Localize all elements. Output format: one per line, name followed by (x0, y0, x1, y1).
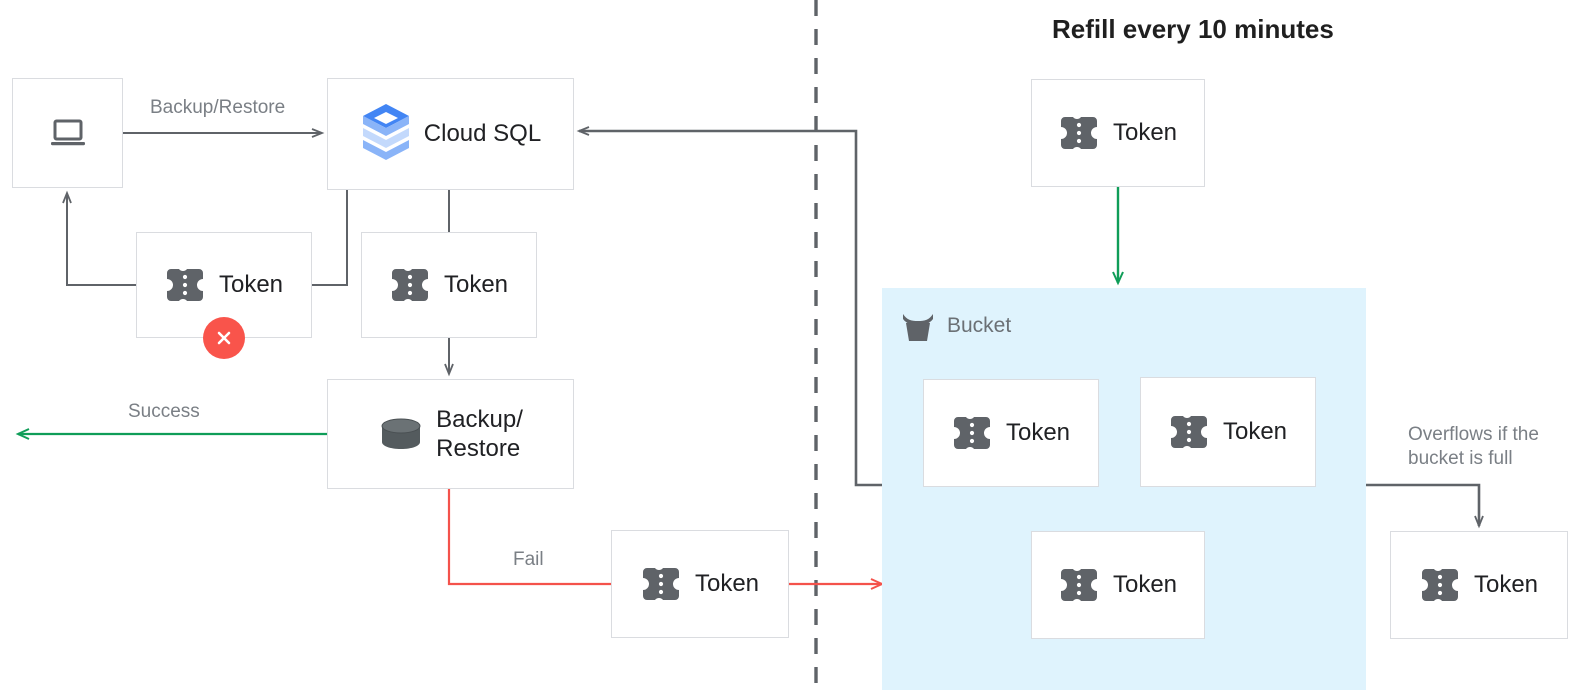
node-token-request[interactable]: Token (361, 232, 537, 338)
bucket-label: Bucket (947, 314, 1012, 337)
database-icon (378, 415, 424, 453)
edge-label-overflow: Overflows if the bucket is full (1408, 424, 1539, 470)
node-label: Token (218, 271, 284, 299)
node-content: Backup/ Restore (378, 405, 523, 464)
node-content: Cloud SQL (360, 103, 541, 165)
cloud-sql-icon (360, 103, 412, 165)
connector-bucket-overflow (1366, 483, 1484, 529)
node-label: Token (1222, 418, 1288, 446)
node-token-fail[interactable]: Token (611, 530, 789, 638)
node-token-b2[interactable]: Token (1140, 377, 1316, 487)
edge-label-backup-restore: Backup/Restore (150, 97, 286, 118)
node-content: Token (1059, 115, 1177, 151)
node-label: Token (1112, 119, 1178, 147)
node-client[interactable] (12, 78, 123, 188)
node-token-b1[interactable]: Token (923, 379, 1099, 487)
page-title: Refill every 10 minutes (1052, 14, 1334, 44)
laptop-icon (48, 117, 88, 149)
token-icon (390, 267, 432, 303)
node-label: Token (443, 271, 509, 299)
node-content: Token (1420, 567, 1538, 603)
node-content (48, 117, 88, 149)
node-content: Token (1169, 414, 1287, 450)
node-content: Token (952, 415, 1070, 451)
edge-label-success: Success (128, 401, 200, 422)
bucket-header: Bucket (901, 310, 1011, 342)
error-badge (203, 317, 245, 359)
node-label: Token (1473, 571, 1539, 599)
connector-bucket-to-cloudsql (576, 126, 882, 487)
node-token-overflow[interactable]: Token (1390, 531, 1568, 639)
node-backup[interactable]: Backup/ Restore (327, 379, 574, 489)
node-label: Backup/ Restore (436, 405, 523, 462)
node-cloudsql[interactable]: Cloud SQL (327, 78, 574, 190)
token-icon (1059, 115, 1101, 151)
connector-token-failed-to-client (62, 190, 136, 286)
token-icon (641, 566, 683, 602)
connector-cloudsql-to-token-failed (312, 190, 348, 286)
token-icon (1169, 414, 1211, 450)
node-token-refill[interactable]: Token (1031, 79, 1205, 187)
node-content: Token (165, 267, 283, 303)
node-content: Token (390, 267, 508, 303)
node-label: Token (694, 570, 760, 598)
edge-label-fail: Fail (513, 549, 544, 570)
node-label: Cloud SQL (423, 120, 542, 148)
token-icon (1420, 567, 1462, 603)
node-content: Token (1059, 567, 1177, 603)
node-label: Token (1112, 571, 1178, 599)
bucket-icon (901, 310, 935, 342)
token-icon (1059, 567, 1101, 603)
node-token-b3[interactable]: Token (1031, 531, 1205, 639)
node-content: Token (641, 566, 759, 602)
token-icon (952, 415, 994, 451)
token-icon (165, 267, 207, 303)
node-label: Token (1005, 419, 1071, 447)
